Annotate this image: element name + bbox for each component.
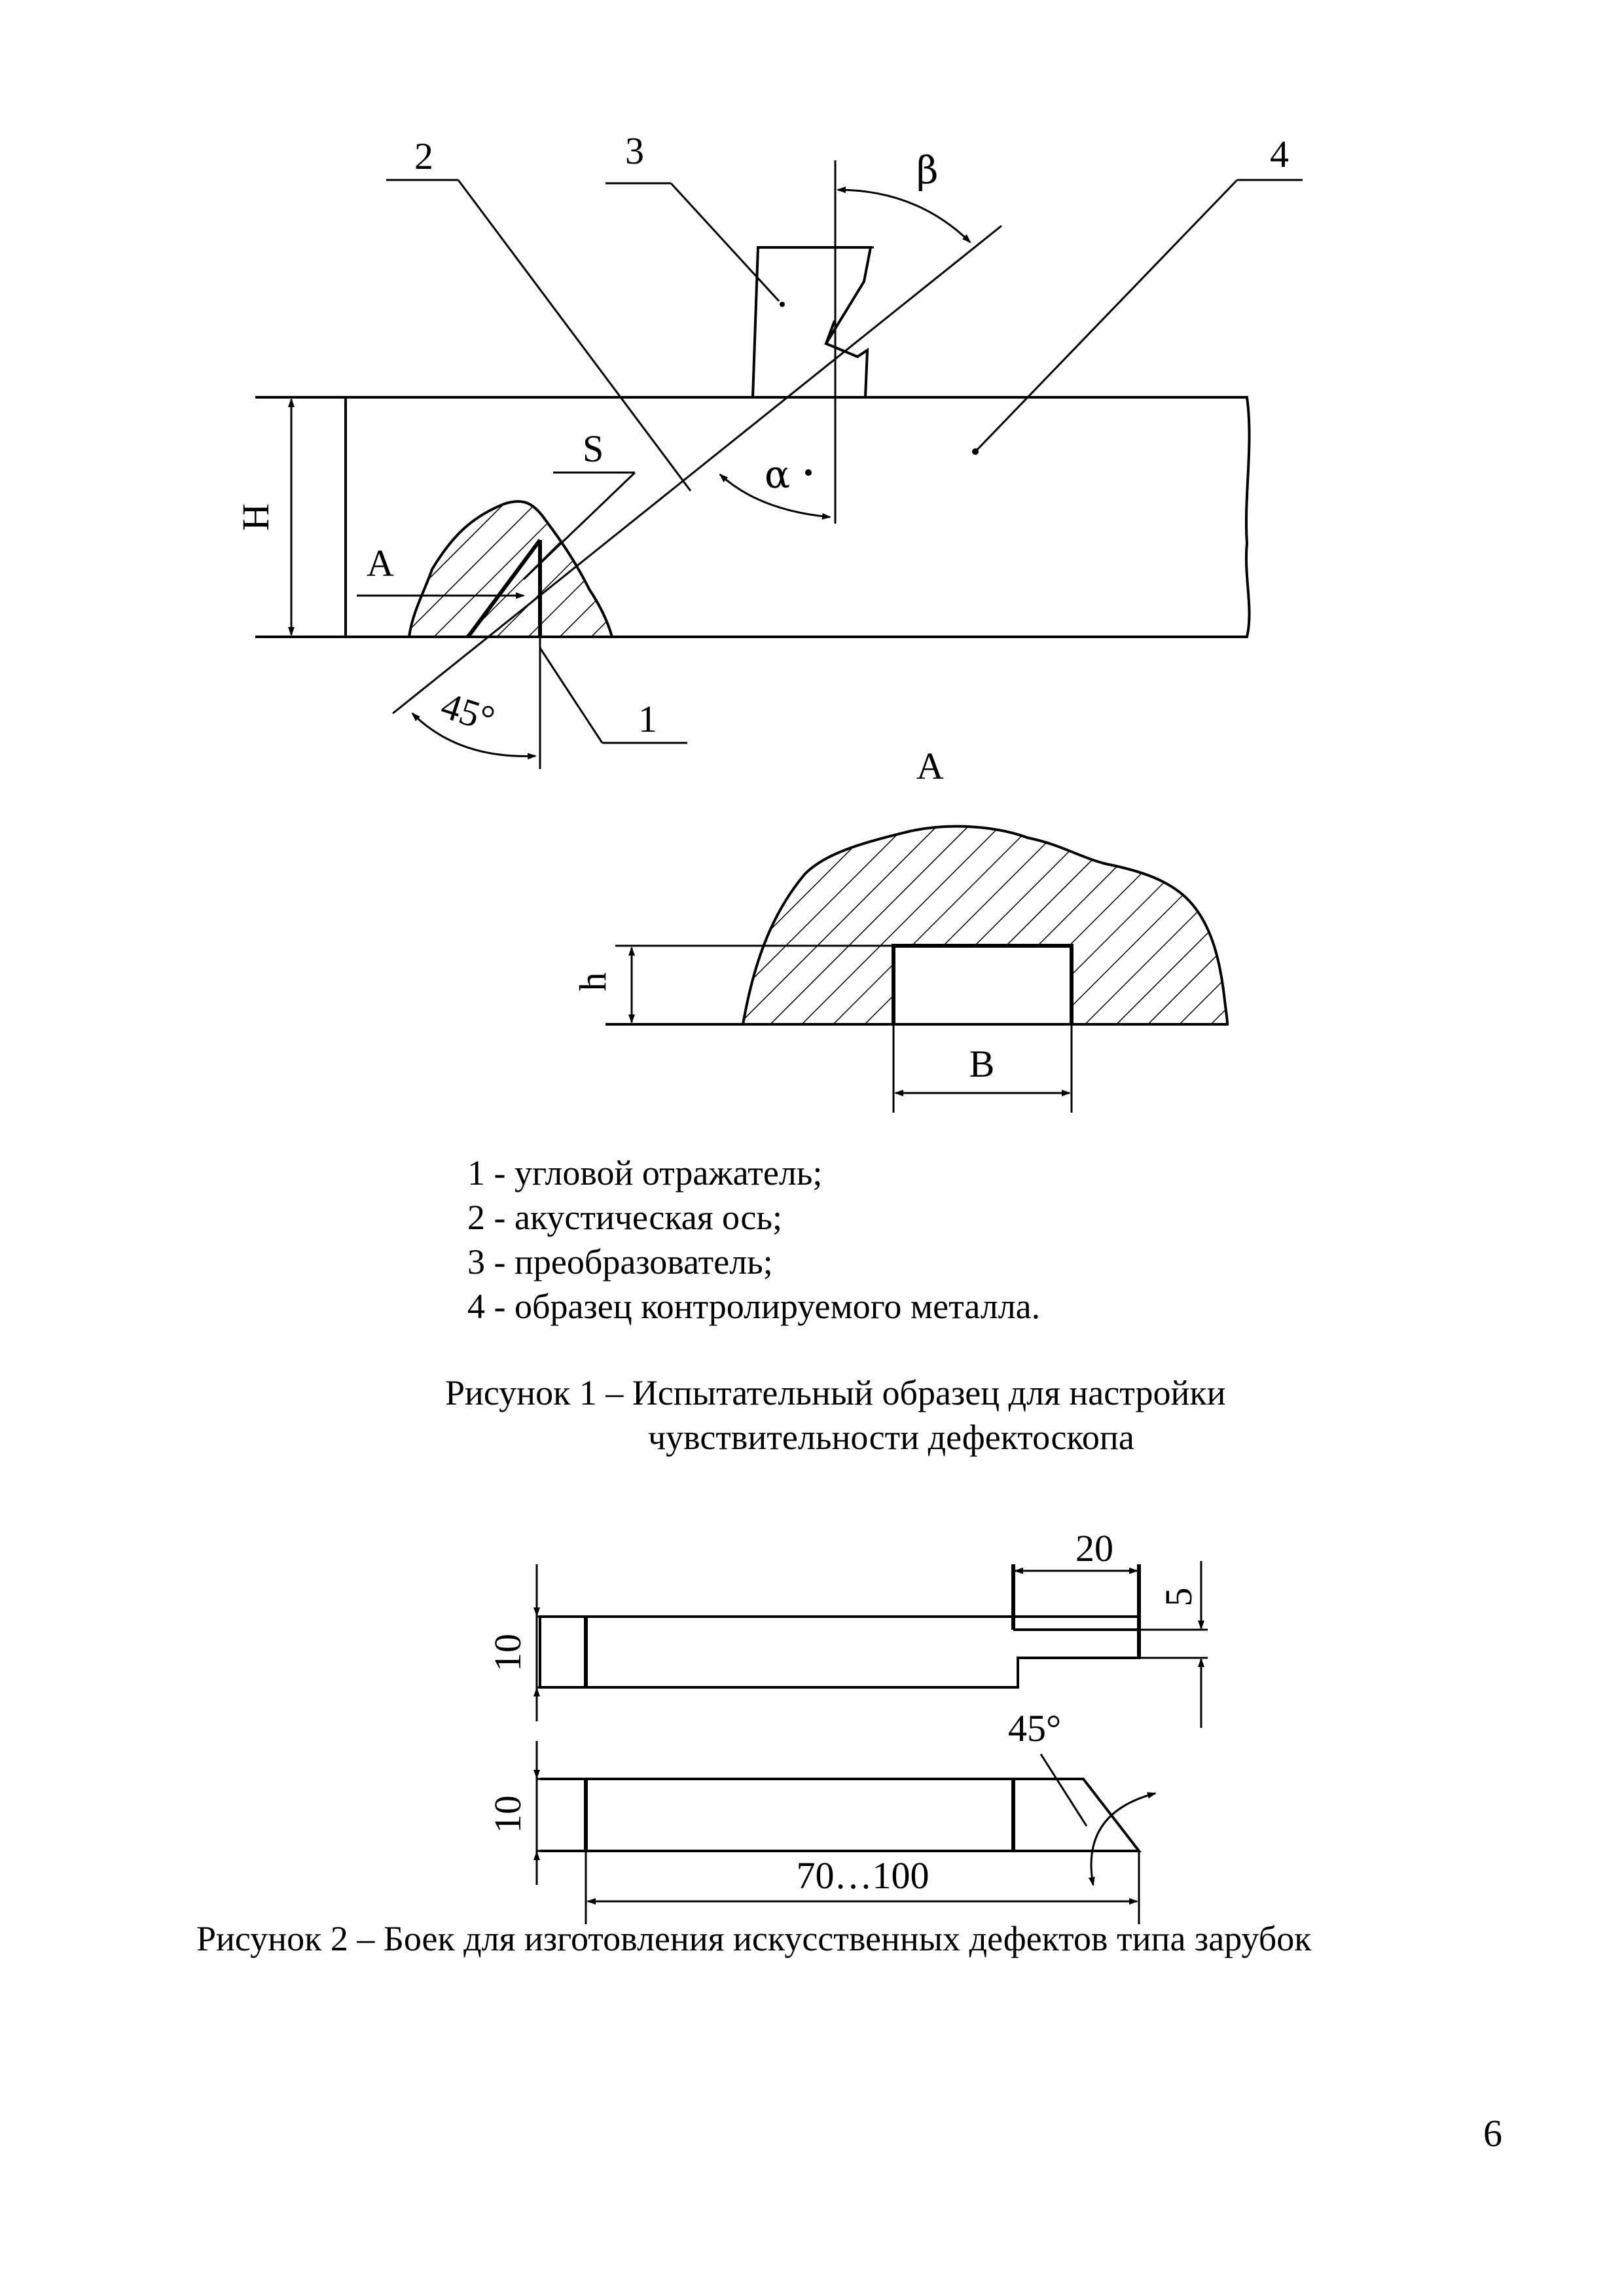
alpha-label: α [765,452,790,497]
svg-text:4: 4 [1270,133,1289,175]
bit-top-view: 10 20 5 [486,1527,1208,1728]
distance-s: S [522,427,636,581]
top-height-label: 10 [486,1634,529,1672]
angle-45: 45° [411,637,541,769]
callout-4: 4 [972,133,1303,455]
callout-2: 2 [386,135,692,492]
svg-text:1: 1 [638,698,657,740]
legend-item: 3 - преобразователь; [467,1242,773,1282]
corner-reflector [407,500,614,638]
callout-3: 3 [605,130,780,302]
tip-height-label: 5 [1157,1588,1200,1607]
distance-label: S [583,427,604,470]
thickness-dimension: H [234,398,295,636]
detail-title: A [916,745,944,787]
legend-item: 4 - образец контролируемого металла. [467,1287,1041,1326]
figure-2: 10 20 5 70…100 10 [486,1527,1208,1924]
caption-text: Рисунок 2 – Боек для изготовления искусс… [196,1919,1312,1958]
notch-width-label: B [969,1043,995,1085]
angle-45-label: 45° [436,684,499,741]
tip-angle-label: 45° [1008,1707,1061,1749]
acoustic-axis [392,224,1002,715]
bottom-height-label: 10 [486,1795,529,1833]
total-length-label: 70…100 [797,1854,929,1897]
figure-1: H A S 45° 1 [234,130,1303,1113]
detail-a: A h B [571,745,1229,1113]
tip-length-label: 20 [1075,1527,1113,1570]
legend-item: 1 - угловой отражатель; [467,1153,823,1193]
caption-line-2: чувствительности дефектоскопа [648,1418,1134,1457]
notch-height-label: h [571,973,614,992]
caption-line-1: Рисунок 1 – Испытательный образец для на… [445,1373,1226,1412]
svg-text:3: 3 [625,130,644,172]
svg-text:2: 2 [414,135,433,177]
angles-alpha-beta: β α [719,148,971,524]
thickness-label: H [234,503,277,531]
specimen-block [255,396,1251,638]
detail-reference: A [357,542,525,599]
bit-side-view: 70…100 10 45° [486,1707,1157,1924]
detail-ref-label: A [367,542,394,584]
legend-item: 2 - акустическая ось; [467,1198,782,1237]
beta-label: β [916,148,939,192]
transducer [751,246,874,398]
page-number: 6 [1483,2112,1502,2155]
callout-1: 1 [539,647,687,744]
figure-1-legend: 1 - угловой отражатель; 2 - акустическая… [467,1151,1040,1329]
